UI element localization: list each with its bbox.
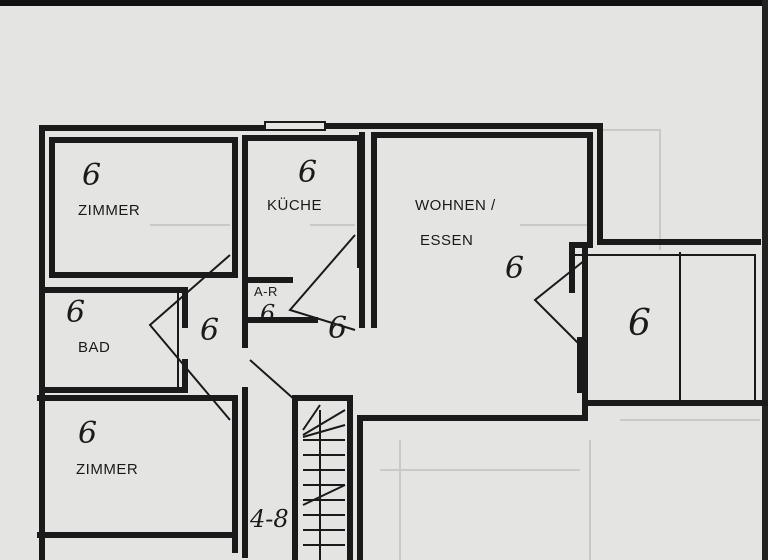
photo-border-top: [0, 0, 768, 6]
room-label-kueche: KÜCHE: [267, 196, 322, 214]
door-arrows: [148, 234, 586, 421]
room-mark-flur-kitchen: 6: [328, 311, 347, 346]
window: [264, 121, 326, 131]
room-mark-ar: 6: [260, 300, 275, 328]
room-label-ar: A-R: [254, 284, 278, 299]
room-label-zimmer-top: ZIMMER: [78, 202, 140, 219]
room-mark-wohnen: 6: [505, 251, 524, 286]
room-mark-zimmer-bottom: 6: [78, 416, 97, 451]
room-label-bad: BAD: [78, 339, 110, 356]
photo-border-right: [762, 0, 768, 560]
room-mark-balkon: 6: [628, 303, 651, 344]
stair-mark: 4-8: [249, 505, 289, 533]
room-label-wohnen: WOHNEN /: [415, 197, 496, 214]
room-mark-zimmer-top: 6: [82, 158, 101, 193]
room-mark-bad: 6: [66, 295, 85, 330]
room-mark-flur: 6: [200, 313, 219, 348]
staircase-steps: [302, 404, 346, 560]
ghost-lines: [150, 129, 760, 560]
room-mark-kueche: 6: [298, 155, 317, 190]
walls: [37, 121, 768, 560]
room-label-zimmer-bottom: ZIMMER: [76, 461, 138, 478]
room-label-essen: ESSEN: [420, 232, 473, 249]
